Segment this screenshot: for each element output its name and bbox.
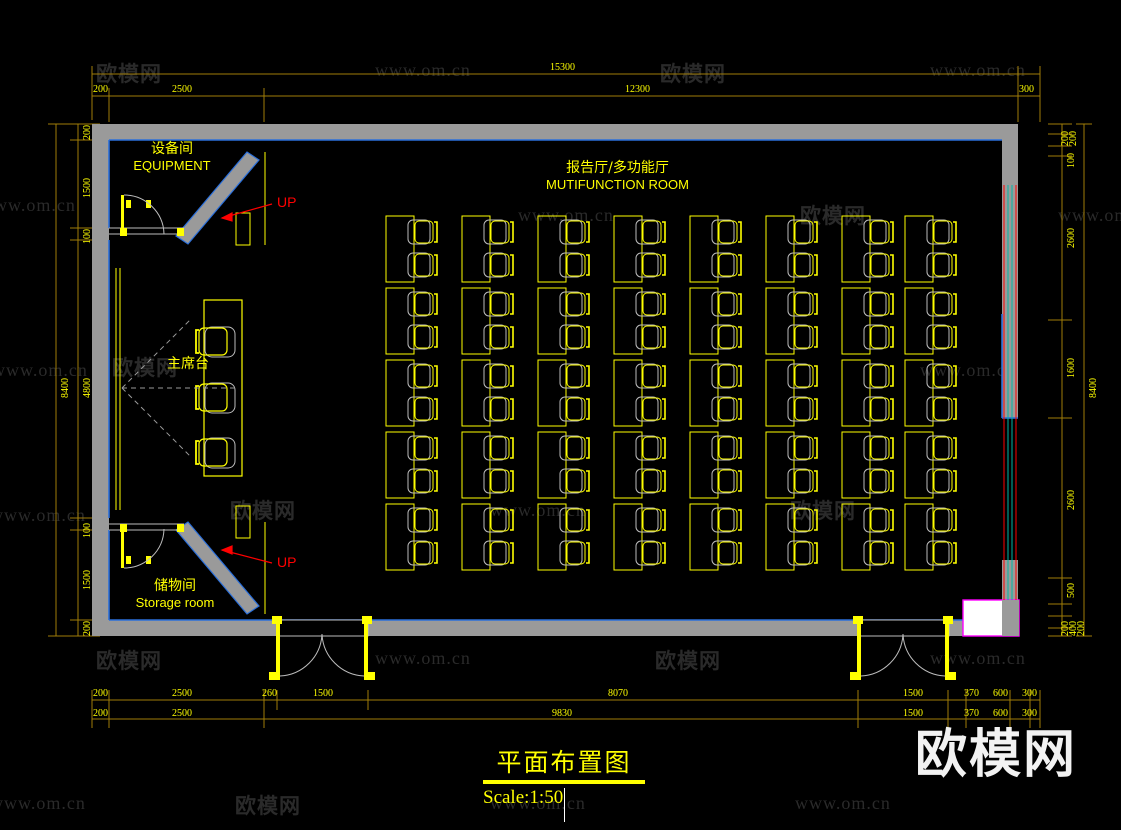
dim-left-1500b: 1500 — [82, 570, 93, 590]
room-label-equipment-cn: 设备间 — [151, 141, 193, 157]
seat-column — [385, 215, 438, 571]
dim-top-12300: 12300 — [625, 84, 650, 95]
drawing-title: 平面布置图 — [496, 748, 632, 777]
dim-right-1600: 1600 — [1066, 358, 1077, 378]
watermark-url: www.om.cn — [490, 793, 586, 813]
dim-left-200a: 200 — [82, 125, 93, 140]
dim-bot1-200: 200 — [93, 688, 108, 699]
seat-column — [613, 215, 666, 571]
dim-bot2-600: 600 — [993, 708, 1008, 719]
dim-bot2-1500: 1500 — [903, 708, 923, 719]
seat-column — [765, 215, 818, 571]
up-leader-arrows — [220, 203, 273, 564]
annotation-up-top: UP — [277, 194, 297, 210]
door-main-left[interactable] — [269, 616, 375, 680]
building-walls — [92, 124, 1020, 637]
seating-area — [385, 215, 957, 571]
watermark-url: www.om.cn — [1058, 205, 1121, 225]
room-label-equipment: 设备间 EQUIPMENT — [108, 141, 236, 174]
room-label-storage: 储物间 Storage room — [115, 578, 235, 611]
dim-bot2-370: 370 — [964, 708, 979, 719]
room-label-main-hall-en: MUTIFUNCTION ROOM — [546, 177, 689, 192]
watermark-logo: 欧模网 — [230, 499, 296, 523]
annotation-up-bottom: UP — [277, 554, 297, 570]
watermark-url: www.om.cn — [795, 793, 891, 813]
watermark-url: www.om.cn — [930, 648, 1026, 668]
dim-right-100: 100 — [1066, 153, 1077, 168]
ramp-walls — [175, 151, 266, 615]
watermark-url: www.om.cn — [375, 648, 471, 668]
dim-bot2-9830: 9830 — [552, 708, 572, 719]
watermark-logo: 欧模网 — [790, 499, 856, 523]
dim-left-200b: 200 — [82, 621, 93, 636]
drawing-scale-label: Scale:1:50 — [483, 787, 564, 808]
dim-left-100a: 100 — [82, 229, 93, 244]
door-main-right[interactable] — [850, 616, 956, 680]
presidium-stage — [115, 268, 243, 510]
seat-column — [537, 215, 590, 571]
watermark-logo: 欧模网 — [235, 794, 301, 818]
dim-left-100b: 100 — [82, 523, 93, 538]
dim-top-2500: 2500 — [172, 84, 192, 95]
dim-bot2-2500: 2500 — [172, 708, 192, 719]
room-label-equipment-en: EQUIPMENT — [133, 158, 211, 173]
dim-bot1-1500: 1500 — [313, 688, 333, 699]
dim-bot2-300: 300 — [1022, 708, 1037, 719]
door-storage[interactable] — [120, 524, 184, 569]
dim-bot1-2500: 2500 — [172, 688, 192, 699]
dim-right-500: 500 — [1066, 583, 1077, 598]
room-label-main-hall-cn: 报告厅/多功能厅 — [566, 160, 669, 176]
watermark-url: www.om.cn — [0, 793, 86, 813]
dim-top-200: 200 — [93, 84, 108, 95]
dim-right-200d: 200 — [1076, 621, 1087, 636]
dim-left-4800: 4800 — [82, 378, 93, 398]
watermark-logo: 欧模网 — [112, 356, 178, 380]
room-label-storage-cn: 储物间 — [154, 578, 196, 594]
watermark-url: www.om.cn — [0, 360, 88, 380]
title-center-tick — [564, 788, 565, 822]
room-label-main-hall: 报告厅/多功能厅 MUTIFUNCTION ROOM — [515, 160, 720, 193]
drawing-title-block: 平面布置图 Scale:1:50 — [483, 748, 645, 822]
watermark-url: www.om.cn — [375, 60, 471, 80]
seat-column — [461, 215, 514, 571]
watermark-logo-large: 欧模网 — [915, 725, 1078, 785]
door-equipment[interactable] — [120, 194, 184, 236]
dim-top-300: 300 — [1019, 84, 1034, 95]
watermark-logo: 欧模网 — [96, 649, 162, 673]
dim-right-2600b: 2600 — [1066, 490, 1077, 510]
dim-left-total-8400: 8400 — [60, 378, 71, 398]
dim-right-total-8400: 8400 — [1088, 378, 1099, 398]
dim-bot1-600: 600 — [993, 688, 1008, 699]
room-label-storage-en: Storage room — [135, 595, 215, 610]
dim-bot1-1500b: 1500 — [903, 688, 923, 699]
title-underline — [483, 780, 645, 784]
dimension-lines — [48, 66, 1092, 728]
dim-bot2-200: 200 — [93, 708, 108, 719]
watermark-url: www.om.cn — [0, 505, 86, 525]
curtain-wall-glazing — [1003, 185, 1017, 600]
dim-bot1-260: 260 — [262, 688, 277, 699]
dim-bot1-300: 300 — [1022, 688, 1037, 699]
room-label-presidium: 主席台 — [167, 356, 209, 372]
watermark-url: www.om.cn — [930, 60, 1026, 80]
watermark-logo: 欧模网 — [655, 649, 721, 673]
dim-left-1500a: 1500 — [82, 178, 93, 198]
dim-bot1-370: 370 — [964, 688, 979, 699]
seat-column — [841, 215, 894, 571]
seat-column — [689, 215, 742, 571]
dim-right-2600a: 2600 — [1066, 228, 1077, 248]
dim-bot1-8070: 8070 — [608, 688, 628, 699]
watermark-url: www.om.cn — [518, 205, 614, 225]
dim-top-outer-total: 15300 — [550, 62, 575, 73]
seat-column — [904, 215, 957, 571]
dim-right-200b: 200 — [1068, 131, 1079, 146]
